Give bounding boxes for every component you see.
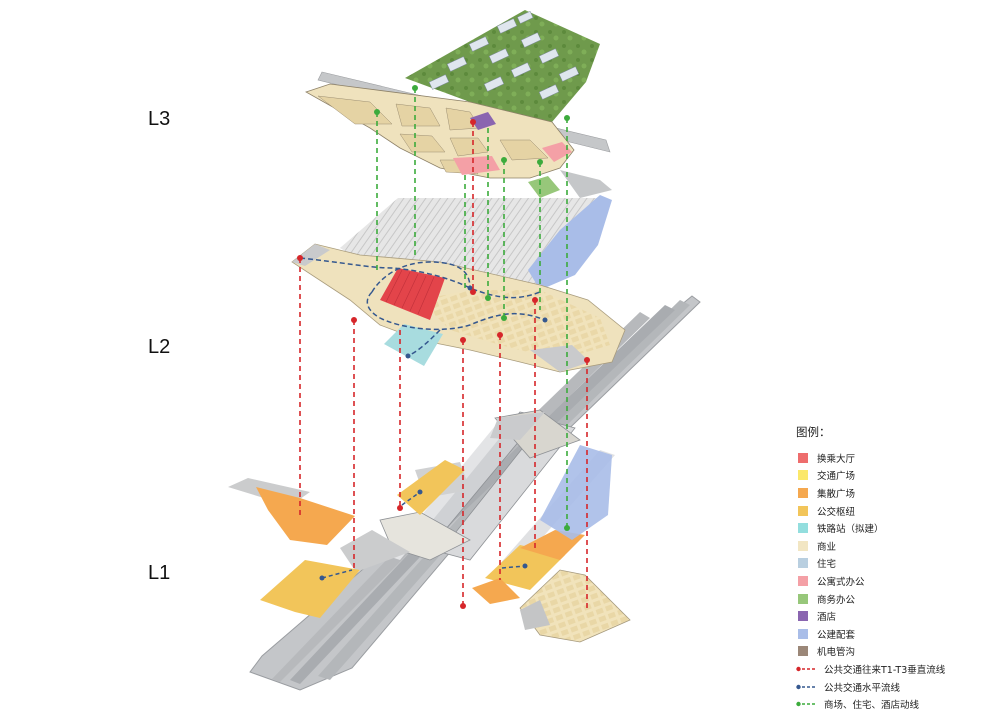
legend-line-key [796, 701, 817, 707]
l2-railway-station [384, 324, 443, 366]
legend-swatch [798, 575, 808, 586]
l3-hotel [470, 112, 496, 130]
legend-label: 公交枢纽 [817, 506, 856, 518]
legend-swatch [798, 470, 808, 481]
legend-line-label: 商场、住宅、酒店动线 [824, 700, 920, 712]
legend-line-key [796, 666, 817, 672]
legend-swatch [798, 611, 808, 622]
vertical-flow-lines [297, 85, 590, 612]
legend-item: 公交枢纽 [796, 502, 996, 520]
legend-swatch [798, 523, 808, 534]
legend-swatch [798, 487, 808, 498]
level-label-l1: L1 [148, 562, 171, 584]
legend-item: 换乘大厅 [796, 449, 996, 467]
legend-swatch [798, 452, 808, 463]
l3-apartment-office [453, 156, 500, 175]
legend-swatch [798, 628, 808, 639]
legend-swatch [798, 505, 808, 516]
l2-public-facilities [528, 195, 612, 290]
legend-label: 集散广场 [817, 488, 856, 500]
legend-line-item: 公共交通往来T1-T3垂直流线 [796, 660, 996, 678]
l1-plaza-left [256, 487, 355, 545]
legend-item: 商业 [796, 537, 996, 555]
legend-line-item: 公共交通水平流线 [796, 678, 996, 696]
legend-item: 集散广场 [796, 484, 996, 502]
legend-label: 住宅 [817, 559, 837, 571]
legend-title: 图例： [796, 425, 831, 439]
legend-item: 机电管沟 [796, 643, 996, 661]
level-3-plan [305, 10, 612, 198]
legend-label: 商业 [817, 541, 837, 553]
legend-label: 酒店 [817, 612, 837, 624]
l1-bus-hub-left [260, 560, 360, 618]
legend-label: 铁路站（拟建） [817, 524, 884, 536]
legend-item: 铁路站（拟建） [796, 519, 996, 537]
legend-swatch [798, 540, 808, 551]
legend-item: 公寓式办公 [796, 572, 996, 590]
legend-line-label: 公共交通往来T1-T3垂直流线 [824, 664, 946, 676]
level-1-plan [228, 295, 701, 691]
legend-item: 住宅 [796, 555, 996, 573]
legend-swatch [798, 593, 808, 604]
level-2-plan [291, 195, 626, 373]
legend-label: 交通广场 [817, 471, 856, 483]
legend-line-label: 公共交通水平流线 [824, 682, 901, 694]
legend-item: 酒店 [796, 607, 996, 625]
legend-label: 换乘大厅 [817, 453, 856, 465]
legend-label: 商务办公 [817, 594, 856, 606]
legend-item: 公建配套 [796, 625, 996, 643]
legend-swatch [798, 558, 808, 569]
legend-item: 商务办公 [796, 590, 996, 608]
l1-bus-hub-mid [397, 460, 465, 515]
l1-public-facilities [540, 445, 612, 540]
legend-item: 交通广场 [796, 467, 996, 485]
legend-label: 公建配套 [817, 629, 856, 641]
level-label-l2: L2 [148, 336, 171, 358]
legend-swatch [798, 646, 808, 657]
legend-line-key [796, 684, 817, 689]
legend-label: 机电管沟 [817, 647, 856, 659]
legend-line-item: 商场、住宅、酒店动线 [796, 695, 996, 713]
l3-business-office [528, 176, 560, 198]
legend-label: 公寓式办公 [817, 576, 865, 588]
legend: 图例： 换乘大厅 交通广场 集散广场 公交枢纽 铁路站（拟建） 商业 住宅 公寓… [796, 424, 996, 713]
level-label-l3: L3 [148, 108, 171, 130]
